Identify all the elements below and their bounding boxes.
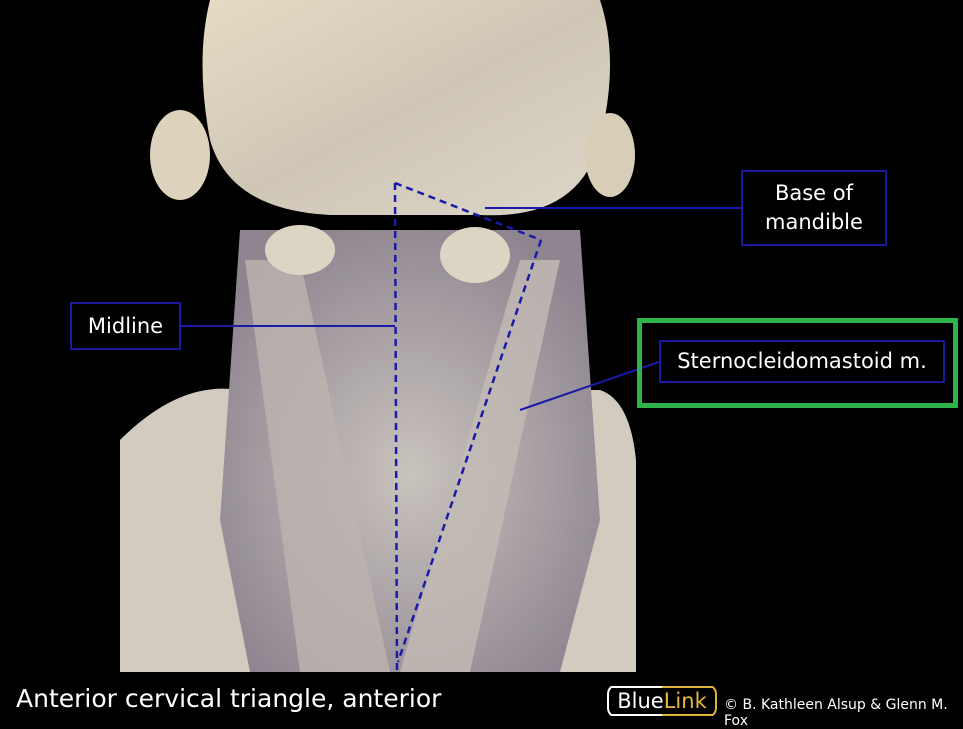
- submandibular-right: [440, 227, 510, 283]
- leader-lines: [180, 207, 741, 411]
- label-line: mandible: [765, 210, 863, 234]
- label-midline: Midline: [70, 302, 181, 350]
- bluelink-logo: BlueLink: [607, 684, 717, 718]
- copyright-credit: © B. Kathleen Alsup & Glenn M. Fox: [724, 697, 948, 729]
- sternocleidomastoid-right: [400, 260, 560, 672]
- sternocleidomastoid-left: [245, 260, 390, 672]
- label-line: Base of: [774, 181, 854, 205]
- label-sternocleidomastoid: Sternocleidomastoid m.: [659, 340, 945, 383]
- logo-part2: Link: [663, 689, 707, 713]
- right-ear: [585, 113, 635, 197]
- head: [202, 0, 610, 216]
- anterior-triangle-outline: [393, 181, 543, 673]
- slide-caption: Anterior cervical triangle, anterior: [16, 684, 442, 713]
- left-ear: [150, 110, 210, 200]
- label-base-of-mandible: Base of mandible: [741, 170, 887, 246]
- highlight-box: [637, 318, 958, 408]
- submandibular-left: [265, 225, 335, 275]
- logo-part1: Blue: [617, 689, 664, 713]
